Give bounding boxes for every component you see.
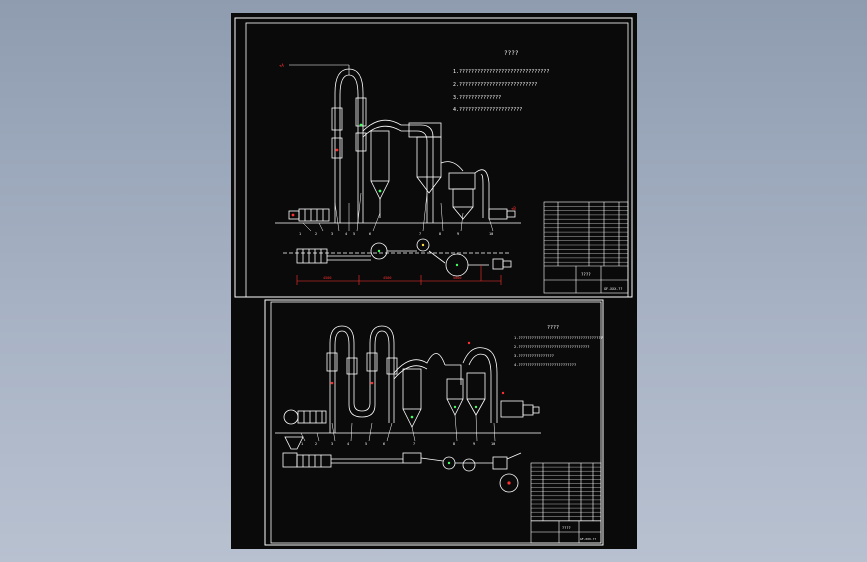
top-dimensions bbox=[296, 265, 502, 285]
top-note-1: 1.?????????????????????????????? bbox=[453, 69, 549, 75]
top-bag-filter bbox=[440, 161, 516, 220]
svg-text:6: 6 bbox=[383, 442, 385, 446]
svg-text:9: 9 bbox=[457, 232, 459, 236]
svg-text:8: 8 bbox=[453, 442, 455, 446]
svg-text:4: 4 bbox=[345, 232, 347, 236]
svg-text:4500: 4500 bbox=[323, 276, 331, 280]
drawing-sheet: +A bbox=[231, 13, 637, 549]
top-title-code: GF-XXX-?? bbox=[604, 287, 622, 291]
bottom-inner-border bbox=[270, 301, 602, 544]
svg-text:3: 3 bbox=[331, 232, 333, 236]
svg-text:2: 2 bbox=[315, 232, 317, 236]
svg-text:3: 3 bbox=[331, 442, 333, 446]
top-note-2: 2.?????????????????????????? bbox=[453, 82, 537, 88]
svg-text:9: 9 bbox=[473, 442, 475, 446]
svg-text:8: 8 bbox=[439, 232, 441, 236]
top-title-caption: ???? bbox=[581, 272, 591, 277]
top-note-3: 3.?????????????? bbox=[453, 95, 501, 101]
top-drawing-sheet: +A bbox=[234, 17, 633, 298]
bottom-title-block bbox=[530, 462, 602, 544]
bottom-note-2: 2.???????????????????????????????? bbox=[514, 345, 589, 349]
bottom-note-1: 1.?????????????????????????????????????? bbox=[514, 336, 603, 340]
top-notes-heading: ???? bbox=[504, 50, 519, 57]
svg-text:1: 1 bbox=[299, 232, 301, 236]
top-notes: ???? 1.?????????????????????????????? 2.… bbox=[453, 50, 549, 113]
svg-text:6: 6 bbox=[369, 232, 371, 236]
bottom-note-3: 3.???????????????? bbox=[514, 354, 554, 358]
top-callouts bbox=[302, 192, 494, 232]
svg-text:4500: 4500 bbox=[383, 276, 391, 280]
bottom-plan-view bbox=[282, 452, 522, 493]
bottom-u-ducts bbox=[326, 325, 398, 433]
top-burner bbox=[288, 208, 330, 222]
bottom-title-code: GF-XXX-?? bbox=[580, 537, 596, 541]
top-title-block bbox=[543, 201, 629, 294]
bottom-note-4: 4.?????????????????????????? bbox=[514, 363, 576, 367]
svg-text:10: 10 bbox=[491, 442, 495, 446]
bottom-callouts bbox=[300, 414, 496, 442]
svg-text:7: 7 bbox=[419, 232, 421, 236]
top-label-marker: +A bbox=[279, 63, 284, 68]
top-plan-view bbox=[283, 238, 512, 277]
bottom-cyclone-2 bbox=[445, 347, 540, 423]
bottom-outer-border bbox=[264, 299, 604, 546]
bottom-title-caption: ???? bbox=[562, 526, 571, 530]
svg-text:2: 2 bbox=[315, 442, 317, 446]
svg-text:10: 10 bbox=[489, 232, 493, 236]
bottom-notes-heading: ???? bbox=[547, 325, 559, 331]
bottom-drawing-sheet: 1 2 3 4 5 6 7 8 9 10 bbox=[264, 299, 604, 546]
top-cyclone-1 bbox=[362, 119, 402, 218]
cad-canvas[interactable]: +A bbox=[231, 13, 637, 549]
svg-text:4: 4 bbox=[347, 442, 349, 446]
bottom-parts-list bbox=[531, 466, 601, 521]
svg-text:1: 1 bbox=[301, 442, 303, 446]
top-note-4: 4.????????????????????? bbox=[453, 107, 522, 113]
bottom-burner bbox=[283, 409, 327, 450]
top-parts-list bbox=[544, 206, 628, 263]
top-inner-border bbox=[245, 22, 629, 298]
top-middle-duct bbox=[401, 122, 442, 223]
svg-text:5000: 5000 bbox=[453, 276, 461, 280]
svg-text:5: 5 bbox=[353, 232, 355, 236]
svg-text:7: 7 bbox=[413, 442, 415, 446]
svg-text:+B: +B bbox=[511, 206, 516, 211]
svg-text:5: 5 bbox=[365, 442, 367, 446]
bottom-notes: ???? 1.?????????????????????????????????… bbox=[514, 325, 603, 367]
